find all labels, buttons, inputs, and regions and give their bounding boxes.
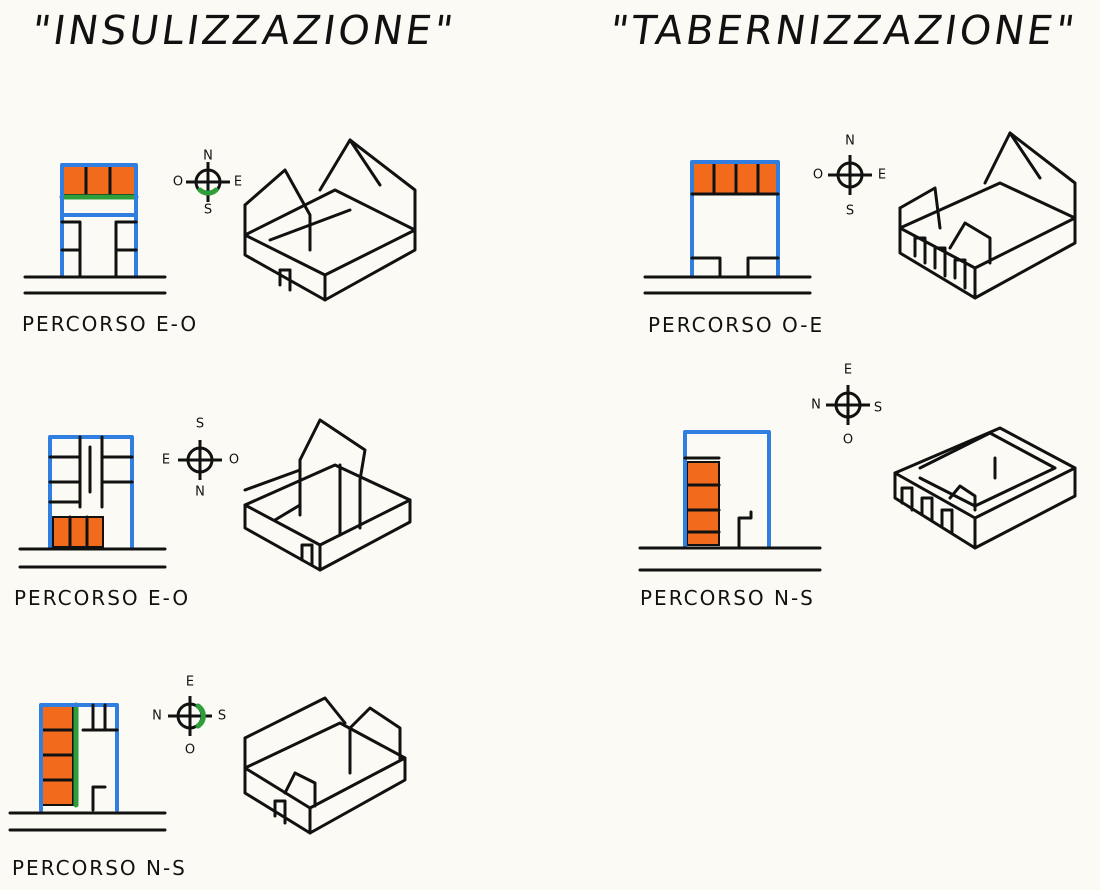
axonometric-tabernizzazione-2 [890, 418, 1080, 553]
compass-bottom-label: O [843, 433, 853, 448]
compass-bottom-label: N [195, 485, 205, 500]
compass-tabernizzazione-2: E S O N [811, 363, 882, 448]
compass-east-label: E [234, 175, 242, 190]
axonometric-insulizzazione-3 [240, 688, 415, 838]
compass-left-label: E [162, 453, 170, 468]
compass-bottom-label: S [846, 204, 854, 219]
route-label-tabernizzazione-2: PERCORSO N-S [640, 586, 815, 610]
plan-insulizzazione-2 [15, 432, 170, 582]
compass-south-label: S [204, 203, 212, 218]
compass-right-label: S [874, 401, 882, 416]
compass-left-label: N [152, 709, 162, 724]
title-tabernizzazione: "TABERNIZZAZIONE" [606, 8, 1080, 54]
compass-west-label: O [173, 175, 183, 190]
route-label-insulizzazione-3: PERCORSO N-S [12, 856, 187, 880]
title-insulizzazione: "INSULIZZAZIONE" [28, 8, 459, 54]
plan-tabernizzazione-1 [640, 150, 815, 300]
axonometric-insulizzazione-1 [240, 130, 440, 305]
route-label-insulizzazione-2: PERCORSO E-O [14, 586, 191, 610]
compass-bottom-label: O [185, 743, 195, 758]
compass-north-label: N [203, 149, 213, 164]
route-label-tabernizzazione-1: PERCORSO O-E [648, 313, 825, 337]
compass-right-label: E [878, 168, 886, 183]
axonometric-tabernizzazione-1 [895, 128, 1085, 303]
compass-top-label: E [186, 675, 194, 690]
plan-tabernizzazione-2 [635, 420, 825, 580]
compass-insulizzazione-1: N E S O [173, 149, 242, 218]
axonometric-insulizzazione-2 [240, 410, 440, 580]
compass-insulizzazione-2: S O N E [162, 417, 239, 500]
compass-top-label: S [196, 417, 204, 432]
plan-insulizzazione-3 [5, 695, 170, 840]
compass-left-label: O [813, 168, 823, 183]
compass-right-label: S [218, 709, 226, 724]
compass-top-label: E [844, 363, 852, 378]
plan-insulizzazione-1 [20, 150, 170, 300]
compass-tabernizzazione-1: N E S O [813, 134, 886, 219]
compass-right-label: O [229, 453, 239, 468]
compass-left-label: N [811, 398, 821, 413]
route-label-insulizzazione-1: PERCORSO E-O [22, 312, 199, 336]
compass-insulizzazione-3: E S O N [152, 675, 226, 758]
compass-top-label: N [845, 134, 855, 149]
